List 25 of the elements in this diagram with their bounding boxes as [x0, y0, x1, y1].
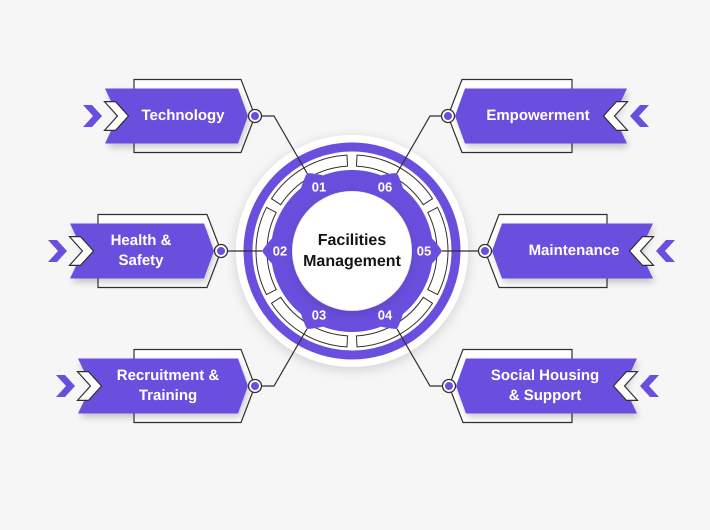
hub-title: Facilities Management — [302, 231, 402, 272]
arrow-banner — [105, 79, 255, 153]
step-number: 02 — [272, 244, 288, 258]
arrow-banner — [70, 214, 221, 288]
arrow-banner — [485, 214, 653, 288]
step-number: 06 — [378, 180, 392, 194]
step-number: 04 — [378, 308, 392, 322]
arrow-banner — [78, 349, 255, 423]
step-number: 03 — [312, 308, 326, 322]
connector-line — [248, 328, 308, 394]
arrow-banner — [449, 349, 637, 423]
step-number: 05 — [416, 244, 432, 258]
banner-label: Technology — [141, 106, 225, 126]
connector-line — [248, 108, 308, 174]
connector-line — [214, 244, 262, 258]
arrow-banner — [448, 79, 627, 153]
connector-line — [396, 108, 456, 174]
step-number: 01 — [312, 180, 326, 194]
banner-label: Maintenance — [528, 241, 620, 261]
connector-line — [396, 328, 456, 394]
banner-label: Recruitment & Training — [116, 366, 220, 406]
banner-label: Health & Safety — [110, 231, 172, 271]
banner-label: Social Housing & Support — [490, 366, 600, 406]
connector-line — [442, 244, 492, 258]
banner-label: Empowerment — [486, 106, 590, 126]
